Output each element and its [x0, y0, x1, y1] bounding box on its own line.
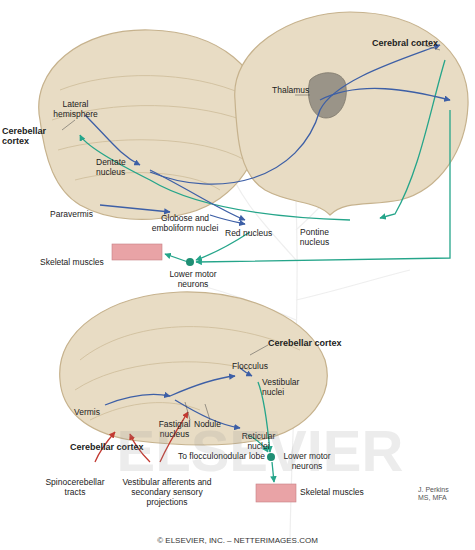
structure-label: Vermis [74, 408, 114, 418]
watermark: ELSEVIER [60, 418, 460, 485]
thalamocortical-path [320, 88, 450, 100]
structure-label: Lower motor neurons [168, 270, 218, 290]
structure-label: Vestibular nuclei [262, 378, 307, 398]
region-label: Cerebellar cortex [268, 338, 343, 348]
dentatothalamic-path [150, 45, 440, 184]
region-label: Cerebellar cortex [2, 126, 62, 147]
folia [75, 327, 300, 420]
copyright-note: © ELSEVIER, INC. – NETTERIMAGES.COM [0, 536, 475, 545]
pontocerebellar-path [80, 135, 350, 220]
paravermis-nuclei-path [100, 205, 170, 212]
structure-label: Pontine nucleus [292, 228, 337, 248]
structure-label: Paravermis [50, 210, 105, 220]
corticopontine-path [380, 60, 445, 218]
artist-signature: J. Perkins MS, MFA [418, 486, 463, 502]
interposed-red-path [210, 215, 245, 224]
muscle-block [112, 244, 162, 260]
cerebrum-illustration [235, 12, 468, 215]
leader-lines [62, 44, 440, 420]
structure-label: Lateral hemisphere [48, 100, 103, 120]
neuron-dot [186, 258, 194, 266]
structure-label: Skeletal muscles [300, 488, 370, 498]
muscle-block [256, 484, 296, 502]
structure-label: Globose and emboliform nuclei [150, 214, 220, 234]
vermis-fastigial-path [105, 394, 170, 405]
cerebellum-illustration [39, 30, 262, 219]
motor-path [165, 254, 188, 262]
structure-label: Red nucleus [225, 229, 280, 239]
structure-label: Dentate nucleus [96, 158, 156, 178]
region-label: Cerebral cortex [372, 38, 452, 48]
fastigial-vestibular-path [170, 376, 235, 396]
corticospinal-path [196, 110, 450, 262]
thalamus-shape [308, 73, 346, 118]
tract-label: Spinocerebellar tracts [40, 478, 110, 498]
structure-label: Thalamus [272, 86, 317, 96]
structure-label: Skeletal muscles [40, 258, 110, 268]
structure-label: Flocculus [232, 362, 282, 372]
